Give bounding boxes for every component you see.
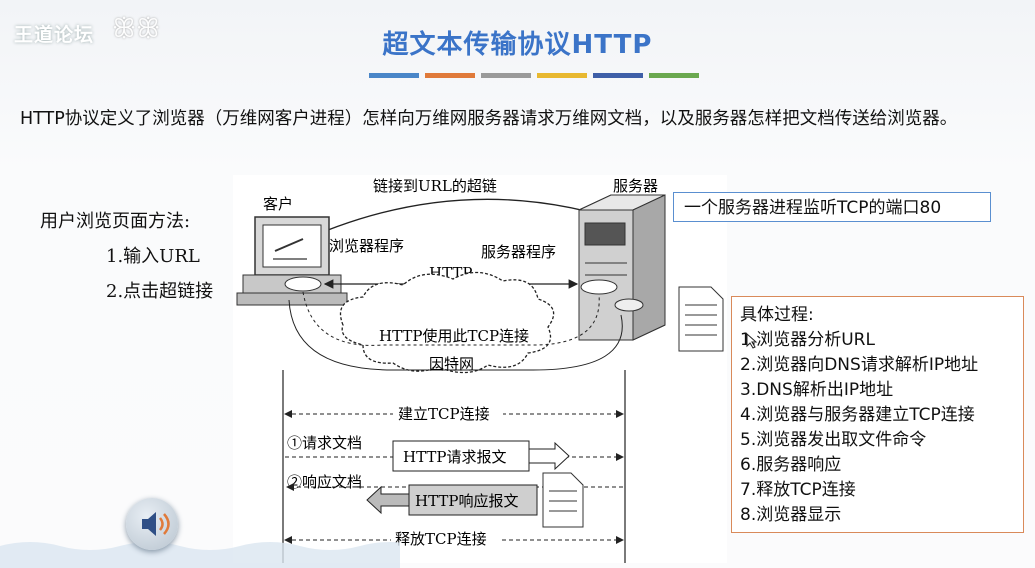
decorative-wave	[0, 542, 400, 568]
user-method-item: 1.输入URL	[106, 246, 200, 267]
response-document-icon	[542, 472, 584, 528]
server-port-note: 一个服务器进程监听TCP的端口80	[673, 192, 991, 222]
steps-title: 具体过程:	[740, 305, 814, 325]
step-item: 8.浏览器显示	[740, 505, 842, 525]
page-title: 超文本传输协议HTTP	[382, 30, 653, 60]
title-bar-segment-2	[425, 73, 475, 78]
establish-tcp-bg	[393, 403, 503, 423]
step-item: 6.服务器响应	[740, 455, 842, 475]
hyperlink-label: 链接到URL的超链	[373, 177, 497, 195]
establish-tcp-label: 建立TCP连接	[398, 405, 490, 423]
http-request-box	[392, 440, 530, 472]
server-program-label: 服务器程序	[481, 243, 556, 261]
response-doc-label: ②响应文档	[287, 473, 362, 491]
response-arrow-icon	[366, 485, 410, 515]
release-tcp-bg	[391, 528, 499, 548]
step-item: 7.释放TCP连接	[740, 480, 856, 500]
server-icon	[578, 194, 666, 341]
document-icon	[678, 286, 724, 352]
mouse-cursor-icon	[746, 333, 758, 349]
request-doc-label: ①请求文档	[287, 434, 362, 452]
step-item: 1.浏览器分析URL	[740, 330, 875, 350]
audio-play-button[interactable]	[126, 498, 178, 550]
tcp-usage-label: HTTP使用此TCP连接	[379, 327, 529, 345]
server-process-node	[580, 279, 618, 295]
step-item: 4.浏览器与服务器建立TCP连接	[740, 405, 975, 425]
speaker-icon	[142, 512, 170, 536]
user-method-title: 用户浏览页面方法:	[40, 211, 191, 232]
request-arrow-icon	[528, 441, 570, 471]
client-computer-icon	[236, 216, 348, 306]
server-label: 服务器	[613, 177, 658, 195]
step-item: 5.浏览器发出取文件命令	[740, 430, 927, 450]
internet-label: 因特网	[429, 355, 474, 373]
outer-path	[288, 299, 623, 371]
user-method-item: 2.点击超链接	[106, 281, 214, 302]
title-bar-segment-5	[593, 73, 643, 78]
steps-panel: 具体过程: 1.浏览器分析URL 2.浏览器向DNS请求解析IP地址 3.DNS…	[731, 296, 1024, 533]
browser-process-node	[284, 276, 322, 292]
title-bar-segment-6	[649, 73, 699, 78]
http-response-label: HTTP响应报文	[415, 492, 518, 510]
user-method-list: 用户浏览页面方法: 1.输入URL 2.点击超链接	[40, 204, 213, 309]
http-diagram: 链接到URL的超链 客户 浏览器程序 服务器 服务器程序 HTTP HTTP使用…	[233, 175, 727, 563]
http-request-label: HTTP请求报文	[403, 448, 506, 466]
http-diagram-svg: 链接到URL的超链 客户 浏览器程序 服务器 服务器程序 HTTP HTTP使用…	[236, 177, 724, 563]
title-bar-segment-3	[481, 73, 531, 78]
internet-cloud-icon	[339, 271, 555, 374]
step-item: 3.DNS解析出IP地址	[740, 380, 894, 400]
tcp-path	[302, 291, 600, 346]
title-underline	[369, 73, 699, 78]
title-bar-segment-4	[537, 73, 587, 78]
step-item: 2.浏览器向DNS请求解析IP地址	[740, 355, 979, 375]
intro-paragraph: HTTP协议定义了浏览器（万维网客户进程）怎样向万维网服务器请求万维网文档，以及…	[20, 109, 958, 129]
title-bar-segment-1	[369, 73, 419, 78]
forum-logo: 王道论坛	[14, 24, 95, 46]
client-label: 客户	[263, 195, 293, 213]
logo-decoration-icon: ꕥꕥ	[112, 14, 161, 44]
release-tcp-label: 释放TCP连接	[395, 530, 487, 548]
disk-icon	[614, 298, 644, 312]
browser-program-label: 浏览器程序	[329, 237, 404, 255]
